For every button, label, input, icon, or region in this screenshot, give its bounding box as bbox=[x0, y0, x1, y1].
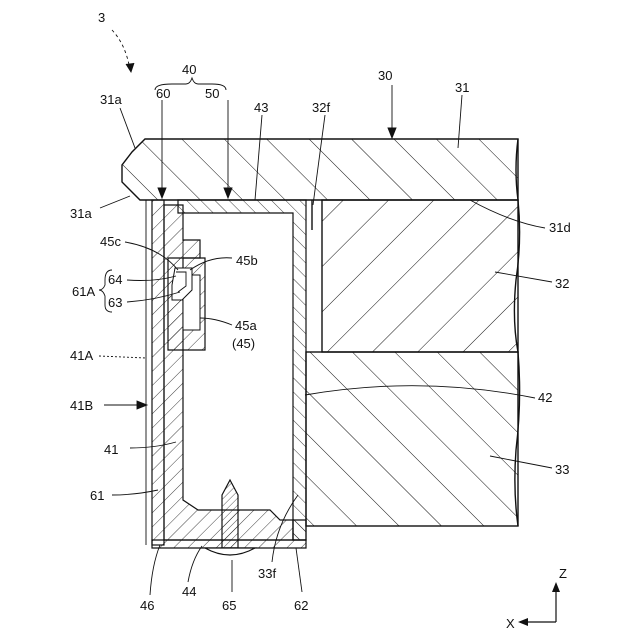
label-30: 30 bbox=[378, 68, 392, 83]
label-3: 3 bbox=[98, 10, 105, 25]
label-41A: 41A bbox=[70, 348, 93, 363]
label-45c: 45c bbox=[100, 234, 121, 249]
label-32f: 32f bbox=[312, 100, 330, 115]
label-33f: 33f bbox=[258, 566, 276, 581]
label-31a-top: 31a bbox=[100, 92, 122, 107]
label-45a: 45a bbox=[235, 318, 257, 333]
label-33: 33 bbox=[555, 462, 569, 477]
label-45: (45) bbox=[232, 336, 255, 351]
label-45b: 45b bbox=[236, 253, 258, 268]
label-31d: 31d bbox=[549, 220, 571, 235]
label-61: 61 bbox=[90, 488, 104, 503]
axis-indicator bbox=[518, 582, 560, 626]
label-42: 42 bbox=[538, 390, 552, 405]
label-32: 32 bbox=[555, 276, 569, 291]
label-31a-bottom: 31a bbox=[70, 206, 92, 221]
hook-45 bbox=[168, 258, 205, 350]
axis-z-label: Z bbox=[559, 566, 567, 581]
label-41B: 41B bbox=[70, 398, 93, 413]
label-63: 63 bbox=[108, 295, 122, 310]
label-40: 40 bbox=[182, 62, 196, 77]
label-43: 43 bbox=[254, 100, 268, 115]
label-44: 44 bbox=[182, 584, 196, 599]
label-50: 50 bbox=[205, 86, 219, 101]
axis-x-label: X bbox=[506, 616, 515, 631]
label-31: 31 bbox=[455, 80, 469, 95]
label-46: 46 bbox=[140, 598, 154, 613]
label-60: 60 bbox=[156, 86, 170, 101]
label-41: 41 bbox=[104, 442, 118, 457]
block-33 bbox=[306, 352, 518, 526]
label-62: 62 bbox=[294, 598, 308, 613]
label-65: 65 bbox=[222, 598, 236, 613]
label-61A: 61A bbox=[72, 284, 95, 299]
block-32 bbox=[322, 200, 518, 352]
top-plate-31 bbox=[122, 139, 518, 200]
label-64: 64 bbox=[108, 272, 122, 287]
